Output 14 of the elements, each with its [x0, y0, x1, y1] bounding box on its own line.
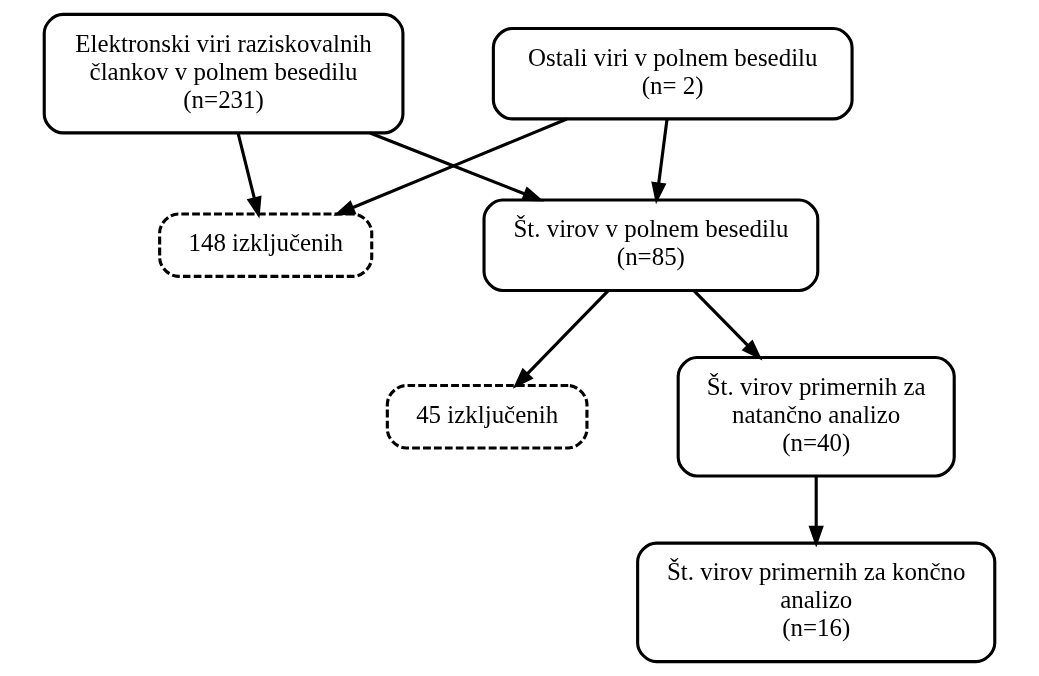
- arrow: [512, 289, 610, 389]
- arrow: [651, 118, 669, 205]
- node-box: Št. virov primernih za končno analizo (n=16): [636, 541, 997, 664]
- node-box: 148 izključenih: [158, 212, 374, 278]
- arrow: [808, 476, 824, 548]
- node-box: 45 izključenih: [385, 384, 589, 450]
- arrow: [333, 117, 568, 216]
- node-box: Št. virov primernih za natančno analizo (n=40): [676, 355, 956, 478]
- arrow: [369, 131, 545, 202]
- arrow: [692, 289, 763, 361]
- node-box: Elektronski viri raziskovalnih člankov v polnem besedilu (n=231): [42, 12, 405, 135]
- node-box: Št. virov v polnem besedilu (n=85): [482, 198, 820, 292]
- arrow: [236, 132, 262, 219]
- node-box: Ostali viri v polnem besedilu (n= 2): [491, 26, 854, 121]
